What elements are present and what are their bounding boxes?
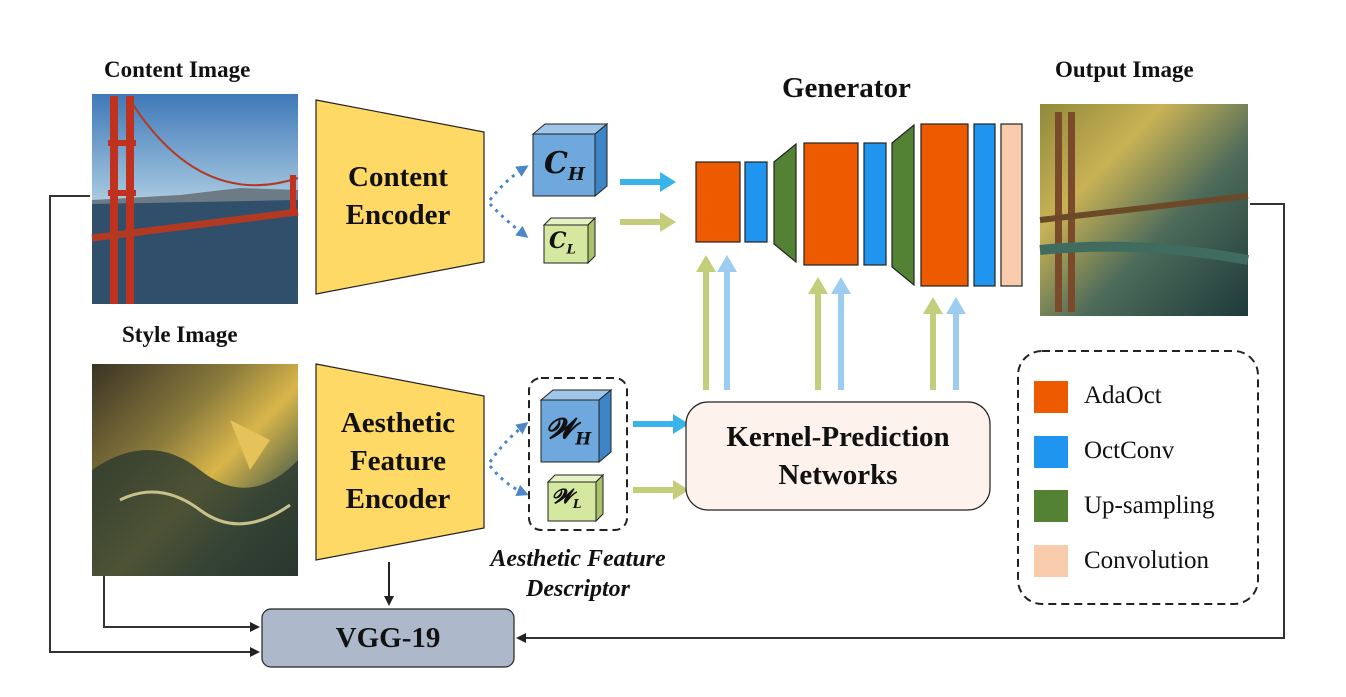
generator-adaoct-3	[920, 123, 969, 287]
aesthetic-encoder-line1: Aesthetic	[340, 407, 456, 439]
content-image-title: Content Image	[104, 57, 251, 82]
aesthetic-low-cube	[546, 473, 605, 523]
generator-octconv-2	[863, 142, 887, 266]
generator-octconv-3	[973, 123, 996, 287]
kpn-box	[685, 401, 991, 511]
legend-label-adaoct: AdaOct	[1084, 382, 1162, 409]
content-encoder-line2: Encoder	[345, 199, 451, 231]
content-image	[91, 94, 299, 304]
kpn-line1: Kernel-Prediction	[726, 421, 950, 453]
dotted-arrow-content-high	[488, 165, 529, 201]
dotted-arrow-aesthetic-high	[488, 422, 529, 463]
content-low-label: CL	[549, 228, 576, 258]
generator-upsampling-1	[773, 142, 797, 264]
arrow-wl-to-kpn	[633, 480, 689, 500]
legend-swatch-adaoct	[1034, 381, 1068, 413]
style-image-title: Style Image	[122, 322, 238, 347]
kpn-arrows-stage-2	[808, 277, 851, 390]
content-low-cube	[542, 216, 597, 265]
generator-title: Generator	[782, 72, 911, 104]
content-high-cube	[531, 122, 609, 198]
aesthetic-encoder-line3: Encoder	[345, 483, 451, 515]
content-encoder-line1: Content	[348, 161, 448, 193]
arrow-wh-to-kpn	[633, 414, 689, 434]
vgg-box	[261, 608, 515, 668]
legend-label-octconv: OctConv	[1084, 437, 1175, 464]
descriptor-label: Aesthetic Feature Descriptor	[458, 544, 698, 604]
content-high-label: CH	[544, 146, 585, 185]
legend-swatch-convolution	[1034, 545, 1068, 577]
line-output-to-vgg	[516, 203, 1285, 643]
output-image	[1039, 104, 1249, 316]
aesthetic-high-cube	[539, 388, 613, 464]
legend-swatch-upsampling	[1034, 490, 1068, 522]
vgg-label: VGG-19	[335, 622, 441, 654]
generator-upsampling-2	[891, 123, 915, 287]
output-image-title: Output Image	[1055, 57, 1194, 82]
dotted-arrow-content-low	[488, 202, 529, 238]
aesthetic-encoder-block	[315, 363, 485, 561]
arrow-cl-to-generator	[620, 212, 676, 232]
generator-convolution	[1000, 123, 1023, 287]
generator-octconv-1	[744, 161, 768, 243]
kpn-label: Kernel-Prediction Networks	[686, 418, 990, 494]
line-content-to-vgg	[49, 195, 260, 657]
kpn-arrows-stage-3	[923, 297, 966, 390]
dotted-arrow-aesthetic-low	[488, 465, 529, 496]
descriptor-line2: Descriptor	[526, 576, 630, 602]
arrow-ch-to-generator	[620, 172, 676, 192]
legend-box	[1017, 350, 1259, 605]
descriptor-box	[528, 377, 628, 531]
aesthetic-low-label: 𝓦L	[552, 484, 582, 511]
generator-adaoct-2	[803, 142, 859, 266]
generator-adaoct-1	[695, 161, 741, 243]
legend-label-convolution: Convolution	[1084, 547, 1210, 574]
line-style-to-vgg	[103, 576, 260, 632]
aesthetic-encoder-label: Aesthetic Feature Encoder	[318, 404, 478, 518]
aesthetic-high-label: 𝓦H	[546, 412, 592, 449]
legend-swatch-octconv	[1034, 436, 1068, 468]
descriptor-line1: Aesthetic Feature	[490, 546, 666, 572]
kpn-arrows-stage-1	[696, 255, 737, 390]
style-image	[92, 364, 298, 576]
content-encoder-label: Content Encoder	[318, 158, 478, 234]
aesthetic-encoder-line2: Feature	[349, 445, 447, 477]
kpn-line2: Networks	[778, 459, 898, 491]
legend-label-upsampling: Up-sampling	[1084, 492, 1215, 519]
content-encoder-block	[315, 99, 485, 295]
